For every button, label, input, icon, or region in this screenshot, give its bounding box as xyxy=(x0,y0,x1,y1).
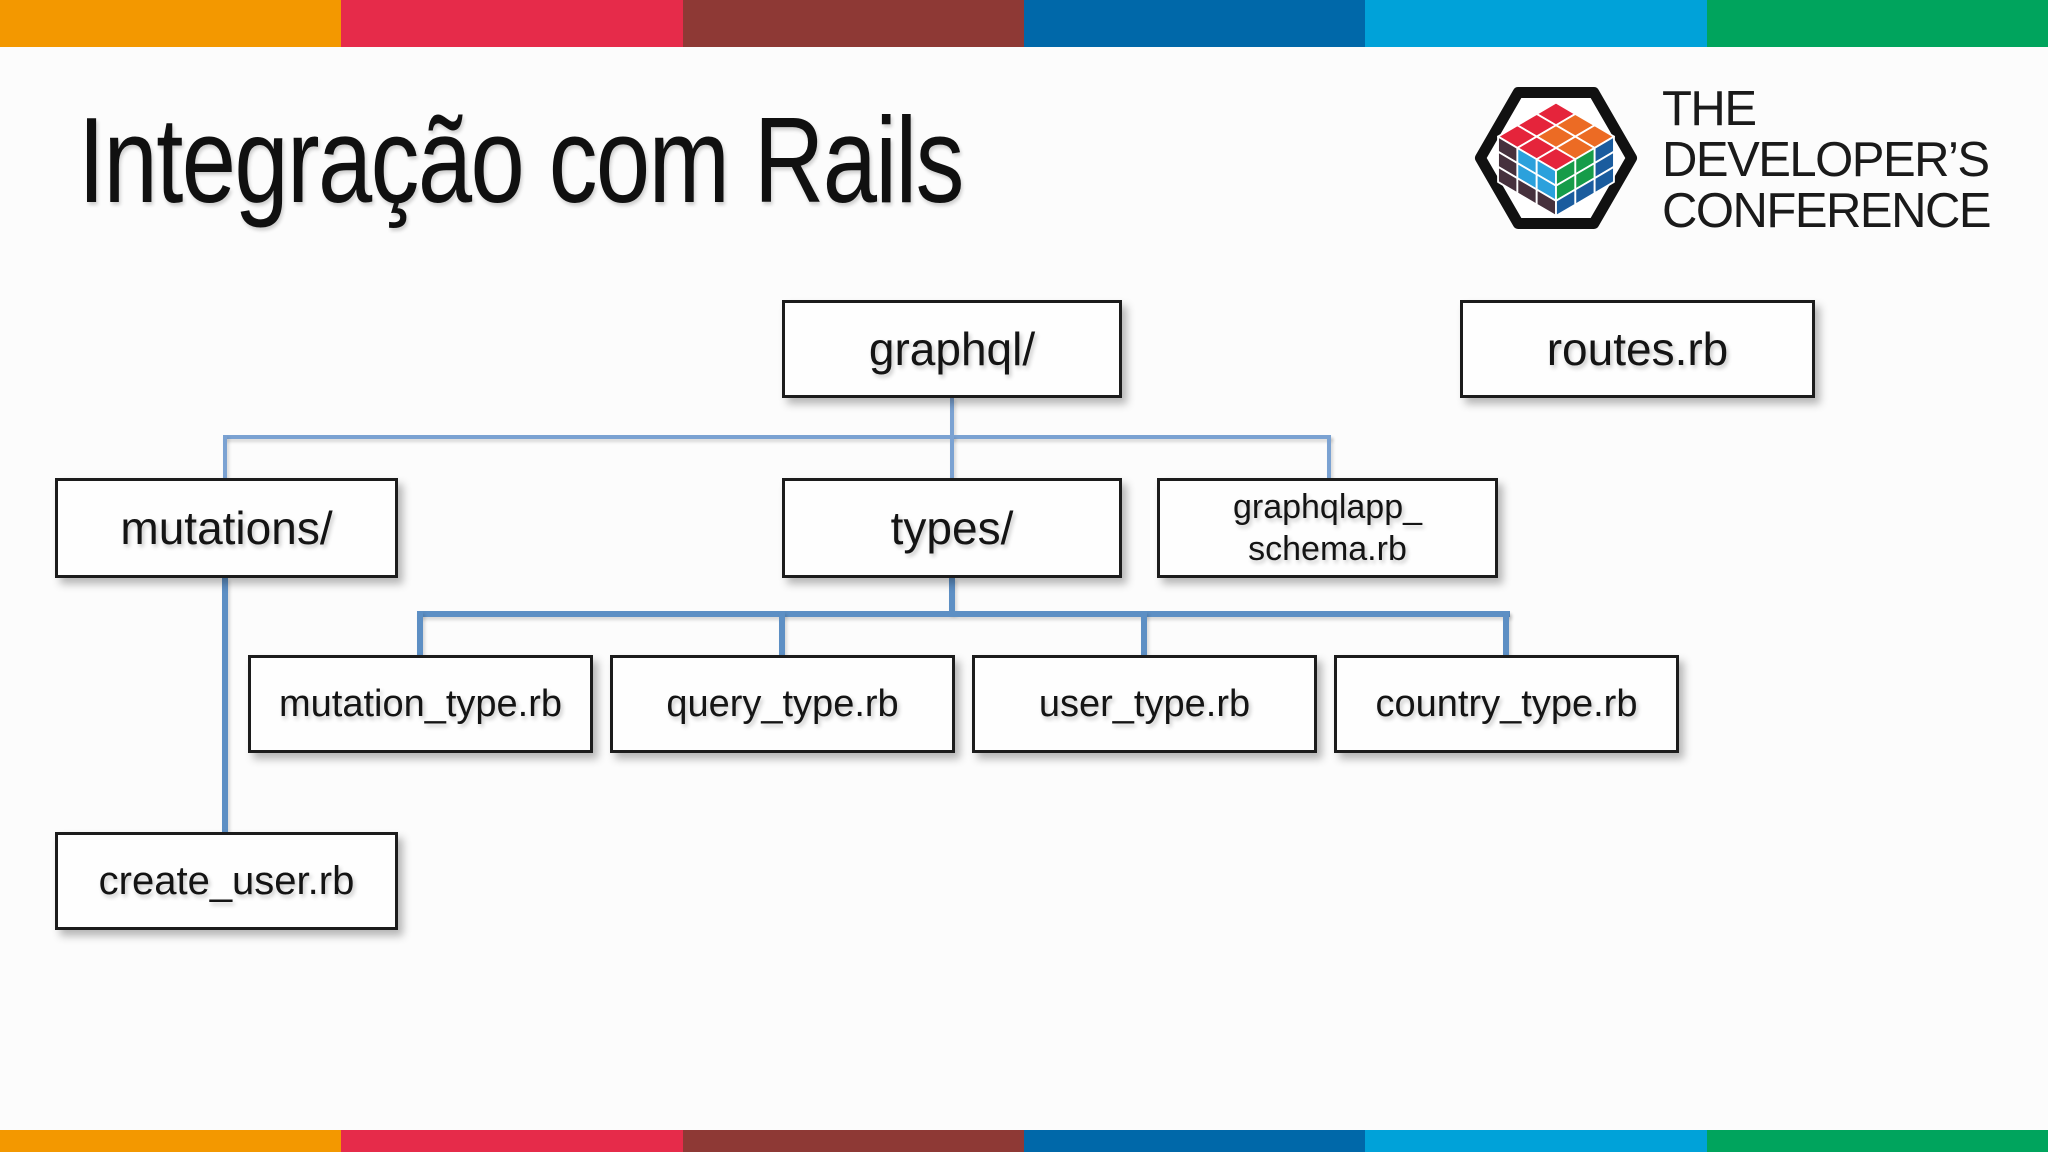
connector-drop-schema xyxy=(1327,435,1331,480)
bar-segment-orange xyxy=(0,0,342,47)
node-label: create_user.rb xyxy=(98,858,355,903)
bar-segment-red xyxy=(341,0,683,47)
node-graphql-dir: graphql/ xyxy=(782,300,1122,398)
page-title: Integração com Rails xyxy=(78,92,964,228)
node-label-line-1: graphqlapp_ xyxy=(1232,487,1423,526)
node-label: graphqlapp_ schema.rb xyxy=(1233,486,1422,571)
node-mutations-dir: mutations/ xyxy=(55,478,398,578)
node-label: types/ xyxy=(890,502,1014,554)
bar-segment-red xyxy=(341,1130,683,1152)
tdc-logo-line-1: THE xyxy=(1662,82,1757,136)
connector-drop-query-type xyxy=(779,611,785,657)
node-query-type-rb: query_type.rb xyxy=(610,655,955,753)
bar-segment-green xyxy=(1706,1130,2048,1152)
tdc-logo-line-3: CONFERENCE xyxy=(1662,184,1992,238)
bar-segment-blue xyxy=(1023,1130,1366,1152)
node-label: user_type.rb xyxy=(1038,682,1251,725)
node-label-line-2: schema.rb xyxy=(1248,530,1407,568)
tdc-logo-text: THE DEVELOPER’S CONFERENCE xyxy=(1662,82,1992,242)
node-user-type-rb: user_type.rb xyxy=(972,655,1317,753)
connector-types-stem xyxy=(949,577,955,614)
tdc-cube-icon xyxy=(1474,87,1638,229)
node-types-dir: types/ xyxy=(782,478,1122,578)
bar-segment-maroon xyxy=(682,1130,1024,1152)
node-label: country_type.rb xyxy=(1375,682,1638,725)
node-label: routes.rb xyxy=(1546,323,1729,375)
tdc-logo: THE DEVELOPER’S CONFERENCE xyxy=(1472,74,1992,242)
connector-drop-user-type xyxy=(1141,611,1147,657)
bar-segment-cyan xyxy=(1365,0,1707,47)
tdc-logo-line-2: DEVELOPER’S xyxy=(1662,133,1990,187)
connector-drop-types xyxy=(950,435,954,480)
node-graphqlapp-schema-rb: graphqlapp_ schema.rb xyxy=(1157,478,1498,578)
connector-graphql-rail xyxy=(223,435,1331,439)
node-country-type-rb: country_type.rb xyxy=(1334,655,1679,753)
bar-segment-maroon xyxy=(682,0,1024,47)
connector-graphql-stem xyxy=(950,397,954,437)
brand-color-bar-bottom xyxy=(0,1130,2048,1152)
node-create-user-rb: create_user.rb xyxy=(55,832,398,930)
connector-drop-mutation-type xyxy=(417,611,423,657)
bar-segment-blue xyxy=(1023,0,1366,47)
node-label: query_type.rb xyxy=(666,682,899,725)
connector-types-rail xyxy=(417,611,1510,617)
brand-color-bar-top xyxy=(0,0,2048,47)
connector-drop-mutations xyxy=(223,435,227,480)
bar-segment-cyan xyxy=(1365,1130,1707,1152)
connector-drop-country-type xyxy=(1503,611,1509,657)
bar-segment-green xyxy=(1706,0,2048,47)
node-label: graphql/ xyxy=(868,323,1036,375)
bar-segment-orange xyxy=(0,1130,342,1152)
node-label: mutations/ xyxy=(120,502,333,554)
node-mutation-type-rb: mutation_type.rb xyxy=(248,655,593,753)
node-routes-rb: routes.rb xyxy=(1460,300,1815,398)
node-label: mutation_type.rb xyxy=(278,682,563,725)
connector-mutations-create-user xyxy=(222,577,228,834)
